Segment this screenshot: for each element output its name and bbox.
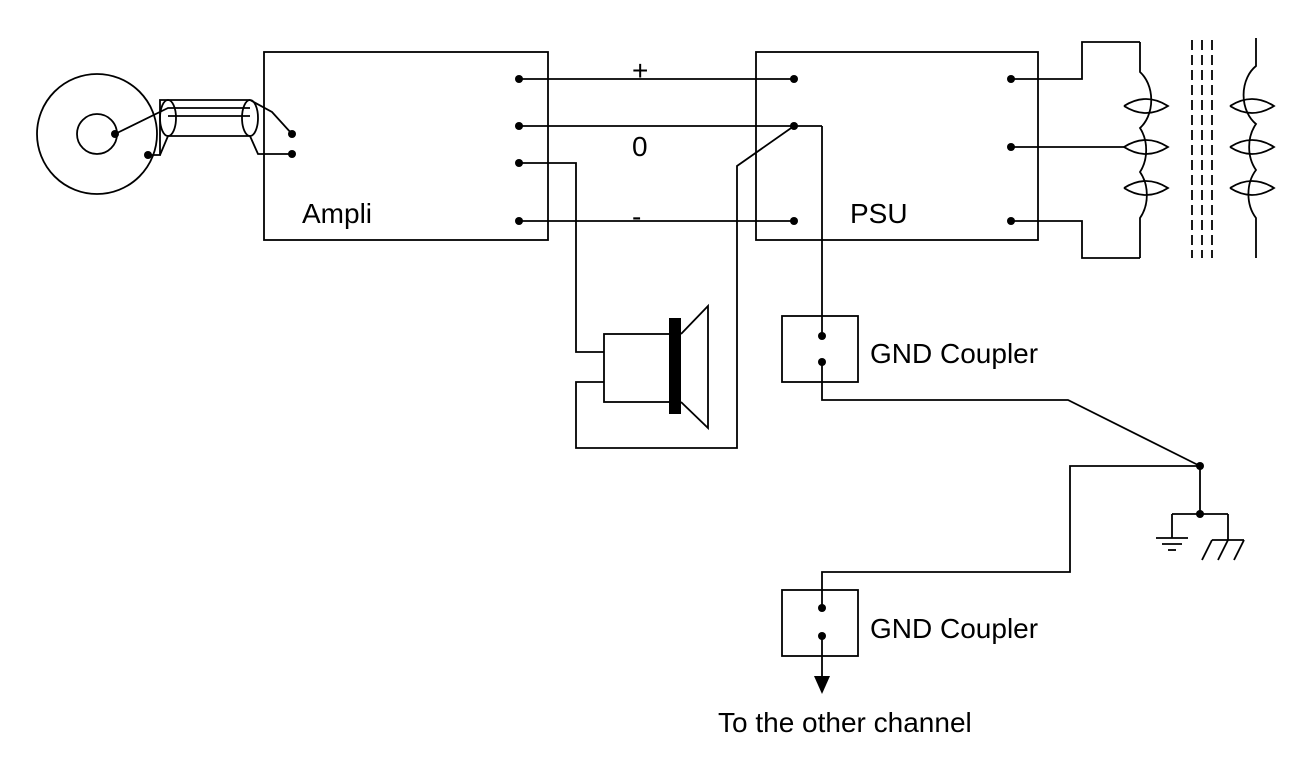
gnd-coupler-2: GND Coupler xyxy=(781,465,1200,694)
psu-label: PSU xyxy=(850,198,908,229)
speaker xyxy=(519,125,795,449)
arrow-down-icon xyxy=(814,676,830,694)
plus-rail-label: + xyxy=(632,55,648,86)
shielded-cable xyxy=(114,99,296,158)
psu-block: PSU xyxy=(755,51,1039,241)
chassis-ground-icon xyxy=(1201,514,1245,561)
input-jack xyxy=(36,73,158,195)
gnd-coupler-1-label: GND Coupler xyxy=(870,338,1038,369)
transformer xyxy=(1011,38,1276,259)
power-rails: + 0 - xyxy=(519,55,822,232)
signal-ground-icon xyxy=(1156,514,1188,551)
gnd-coupler-1: GND Coupler xyxy=(781,126,1201,467)
other-channel-label: To the other channel xyxy=(718,707,972,738)
zero-rail-label: 0 xyxy=(632,131,648,162)
amplifier-label: Ampli xyxy=(302,198,372,229)
amplifier-block: Ampli xyxy=(263,51,549,241)
ground-node xyxy=(1172,462,1228,518)
minus-rail-label: - xyxy=(632,201,641,232)
gnd-coupler-2-label: GND Coupler xyxy=(870,613,1038,644)
